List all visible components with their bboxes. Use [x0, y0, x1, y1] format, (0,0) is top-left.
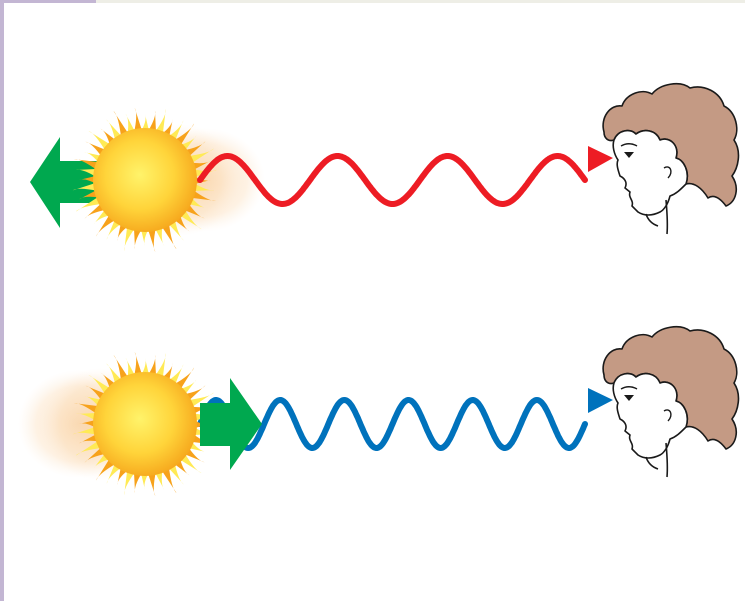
frame-top-border: [96, 0, 745, 3]
sun-ray: [73, 159, 101, 171]
motion-arrow-icon: [200, 378, 262, 470]
frame-left-border: [0, 0, 4, 601]
sun-ray: [72, 182, 99, 192]
sun-ray: [147, 354, 157, 378]
sun-ray: [191, 182, 215, 192]
sun-ray: [133, 226, 143, 250]
sun-ray: [113, 110, 130, 139]
sun-ray: [113, 354, 130, 383]
sun-ray: [140, 358, 150, 377]
star-icon: [72, 351, 218, 497]
star-icon: [72, 107, 218, 253]
sun-ray: [79, 175, 98, 185]
sun-ray: [140, 114, 150, 133]
frame-top-accent: [0, 0, 96, 3]
sun-ray: [189, 433, 217, 445]
sun-ray: [147, 470, 157, 497]
wave-arrowhead: [588, 388, 613, 413]
sun-ray: [75, 412, 99, 422]
observer-head-icon: [602, 325, 740, 478]
sun-ray: [147, 226, 157, 253]
sun-ray: [191, 426, 215, 436]
sun-ray: [75, 195, 104, 212]
sun-ray: [79, 419, 98, 429]
sun-ray: [186, 148, 215, 165]
sun-ray: [72, 426, 99, 436]
sun-ray: [147, 110, 157, 134]
sun-ray: [124, 468, 136, 496]
sun-ray: [133, 351, 143, 378]
light-wave-icon: [197, 396, 588, 452]
sun-ray: [154, 108, 166, 136]
light-wave-icon: [197, 153, 588, 207]
sun-ray: [133, 470, 143, 494]
sun-ray: [124, 224, 136, 252]
wave-arrowhead: [588, 146, 613, 172]
sun-ray: [160, 465, 177, 494]
sun-ray: [133, 107, 143, 134]
sun-ray: [189, 189, 217, 201]
motion-arrow-icon: [30, 137, 100, 228]
sun-ray: [186, 392, 215, 409]
sun-ray: [140, 471, 150, 490]
panel-receding-star: [30, 107, 613, 253]
sun-ray: [160, 221, 177, 250]
sun-ray: [75, 439, 104, 456]
sun-ray: [75, 168, 99, 178]
sun-ray: [73, 403, 101, 415]
sun-ray: [140, 227, 150, 246]
panel-approaching-star: [18, 351, 613, 497]
observer-head-icon: [602, 82, 740, 235]
sun-ray: [154, 352, 166, 380]
